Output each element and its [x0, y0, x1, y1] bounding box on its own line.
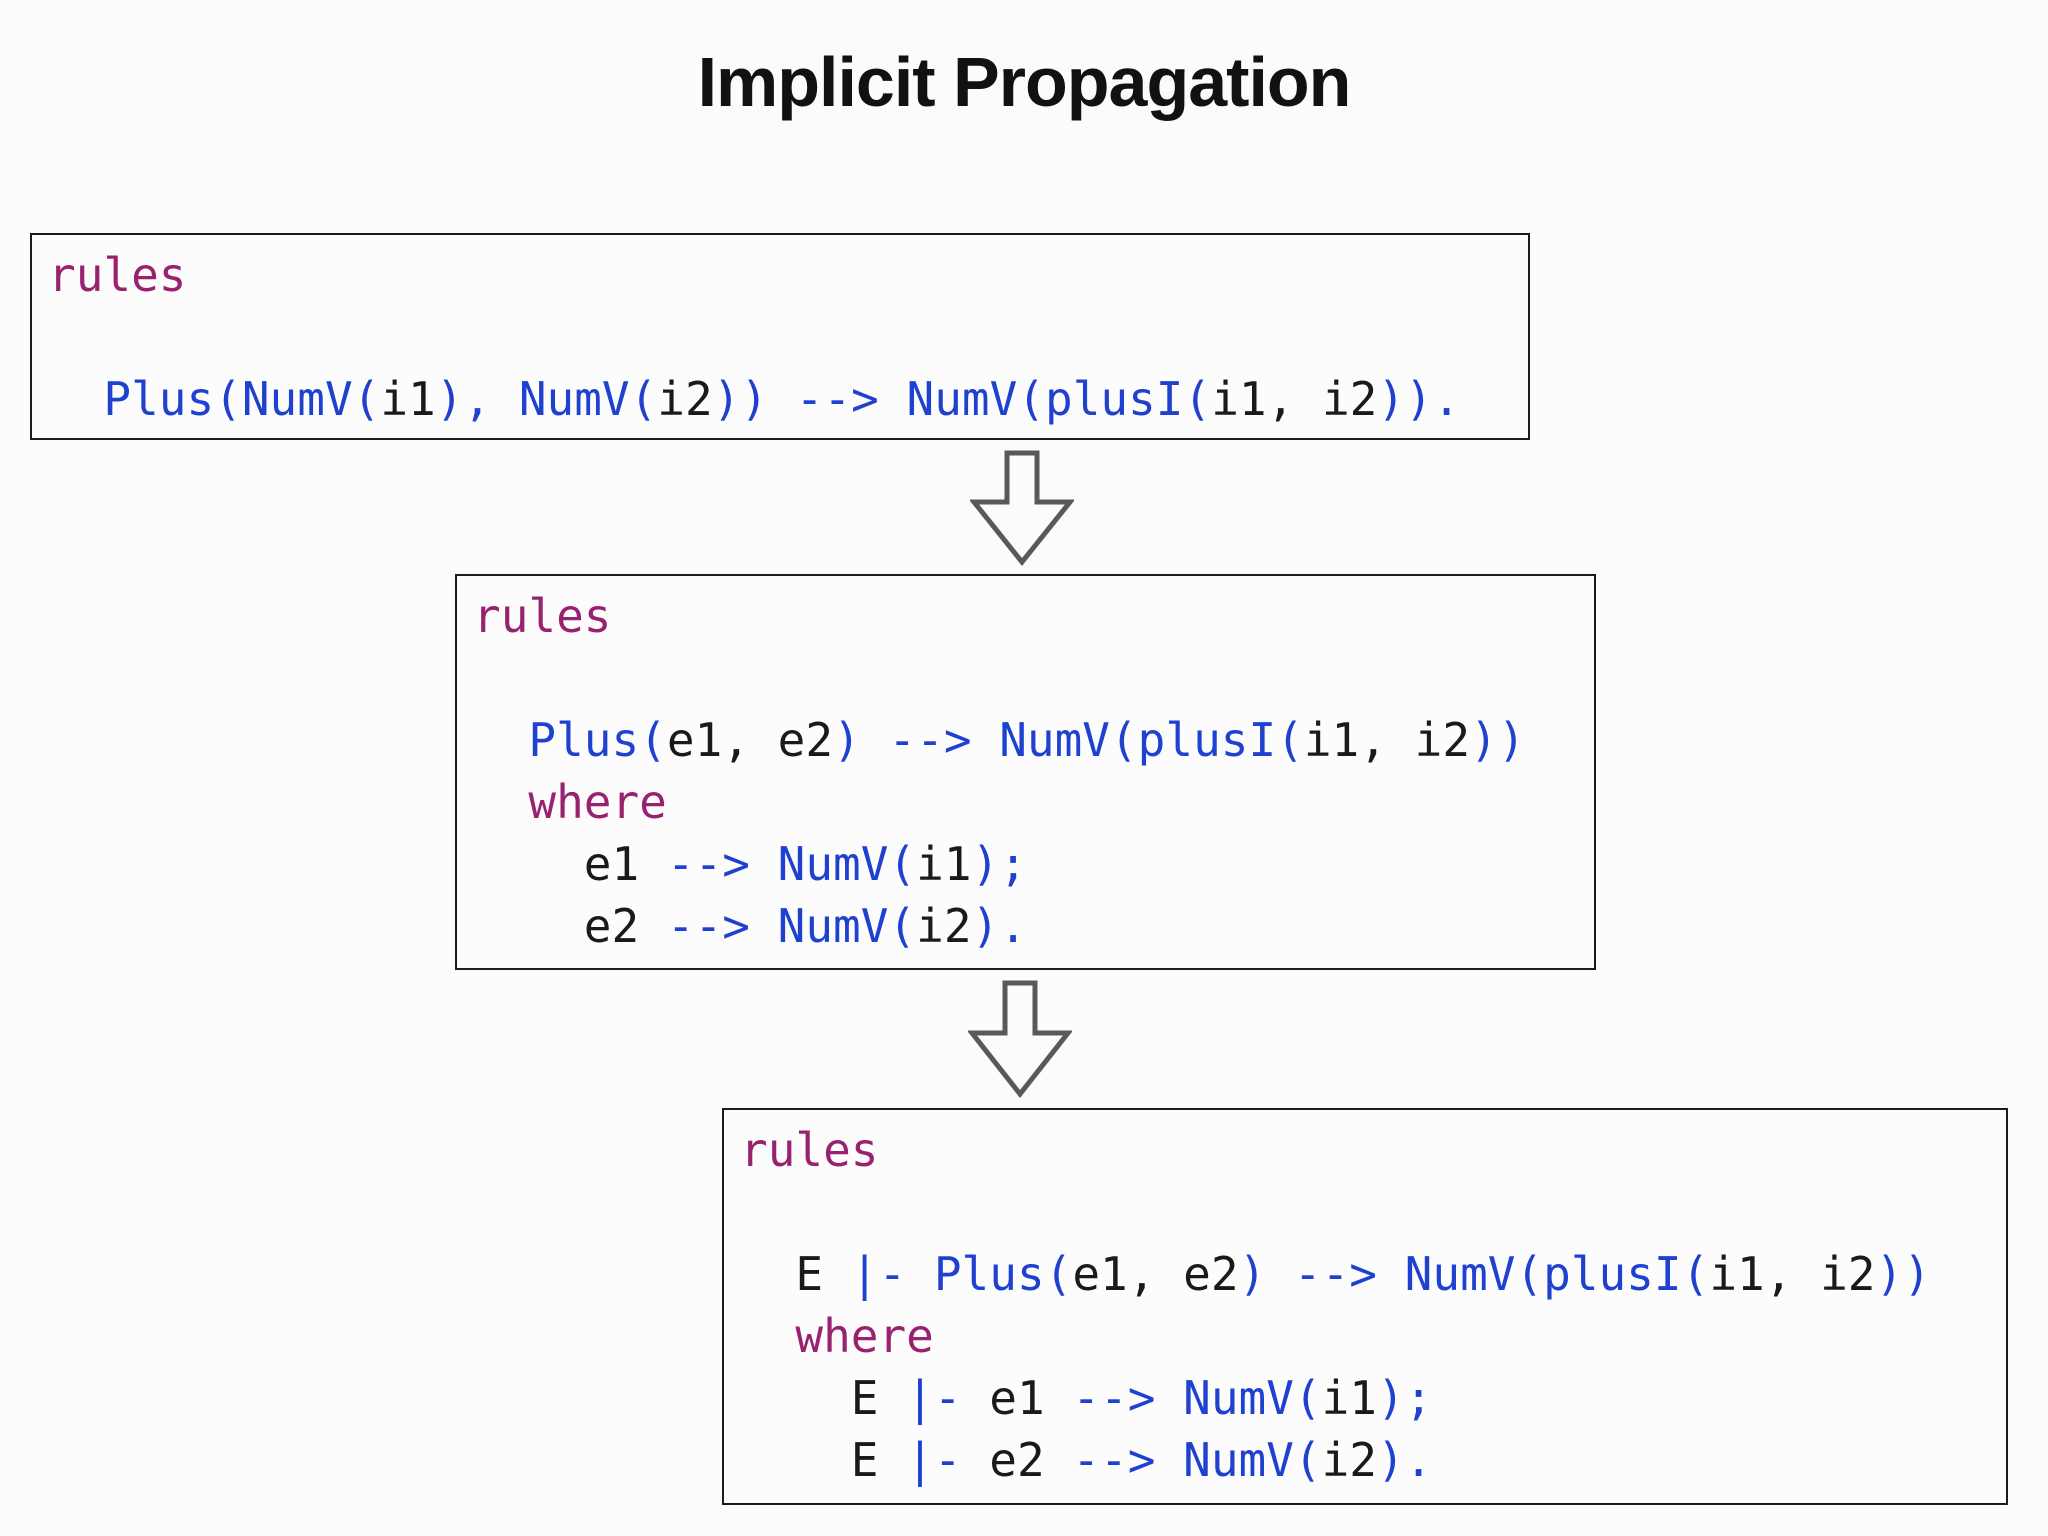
code-token: --> NumV(: [1072, 1433, 1322, 1487]
code-token: Plus(: [528, 713, 667, 767]
code-token: |-: [906, 1433, 990, 1487]
code-token: e2: [989, 1433, 1073, 1487]
code-token: where: [528, 775, 667, 829]
code-token: i1: [380, 372, 436, 426]
code-block-original: rules Plus(NumV(i1), NumV(i2)) --> NumV(…: [48, 244, 1512, 430]
code-token: )).: [1377, 372, 1461, 426]
code-token: )): [1470, 713, 1526, 767]
code-token: e1: [473, 837, 667, 891]
code-token: --> NumV(: [666, 837, 917, 891]
code-token: );: [971, 837, 1027, 891]
code-token: e1, e2: [666, 713, 834, 767]
down-arrow-icon: [970, 450, 1074, 566]
code-token: [48, 372, 103, 426]
code-token: [473, 713, 528, 767]
rules-box-environment: rules E |- Plus(e1, e2) --> NumV(plusI(i…: [722, 1108, 2008, 1505]
code-token: ).: [971, 899, 1027, 953]
slide-title: Implicit Propagation: [697, 43, 1352, 121]
code-token: [740, 1309, 795, 1363]
code-token: i2: [657, 372, 713, 426]
code-token: i2: [916, 899, 972, 953]
code-token: --> NumV(: [1072, 1371, 1322, 1425]
code-token: i1, i2: [1303, 713, 1471, 767]
code-block-explicated: rules Plus(e1, e2) --> NumV(plusI(i1, i2…: [473, 585, 1578, 957]
code-token: ).: [1377, 1433, 1433, 1487]
code-token: )) --> NumV(plusI(: [712, 372, 1212, 426]
code-token: i2: [1321, 1433, 1377, 1487]
down-arrow-icon: [968, 980, 1072, 1098]
code-token: ) --> NumV(plusI(: [1238, 1247, 1710, 1301]
code-token: );: [1377, 1371, 1433, 1425]
code-token: |-: [906, 1371, 990, 1425]
code-token: Plus(NumV(: [103, 372, 381, 426]
code-token: E: [740, 1433, 907, 1487]
code-token: i1, i2: [1211, 372, 1378, 426]
code-token: E: [740, 1247, 851, 1301]
rules-box-original: rules Plus(NumV(i1), NumV(i2)) --> NumV(…: [30, 233, 1530, 440]
code-token: rules: [740, 1123, 879, 1177]
code-token: --> NumV(: [666, 899, 917, 953]
code-token: i1: [916, 837, 972, 891]
code-token: ), NumV(: [435, 372, 658, 426]
code-token: i1, i2: [1709, 1247, 1876, 1301]
code-token: E: [740, 1371, 907, 1425]
code-token: e1: [989, 1371, 1073, 1425]
rules-box-explicated: rules Plus(e1, e2) --> NumV(plusI(i1, i2…: [455, 574, 1596, 970]
code-token: rules: [473, 589, 612, 643]
code-token: ) --> NumV(plusI(: [833, 713, 1304, 767]
code-token: )): [1875, 1247, 1931, 1301]
code-token: e1, e2: [1072, 1247, 1239, 1301]
code-block-environment: rules E |- Plus(e1, e2) --> NumV(plusI(i…: [740, 1119, 1990, 1491]
code-token: where: [795, 1309, 934, 1363]
code-token: i1: [1321, 1371, 1377, 1425]
code-token: |- Plus(: [850, 1247, 1073, 1301]
code-token: rules: [48, 248, 187, 302]
code-token: [473, 775, 528, 829]
code-token: e2: [473, 899, 667, 953]
